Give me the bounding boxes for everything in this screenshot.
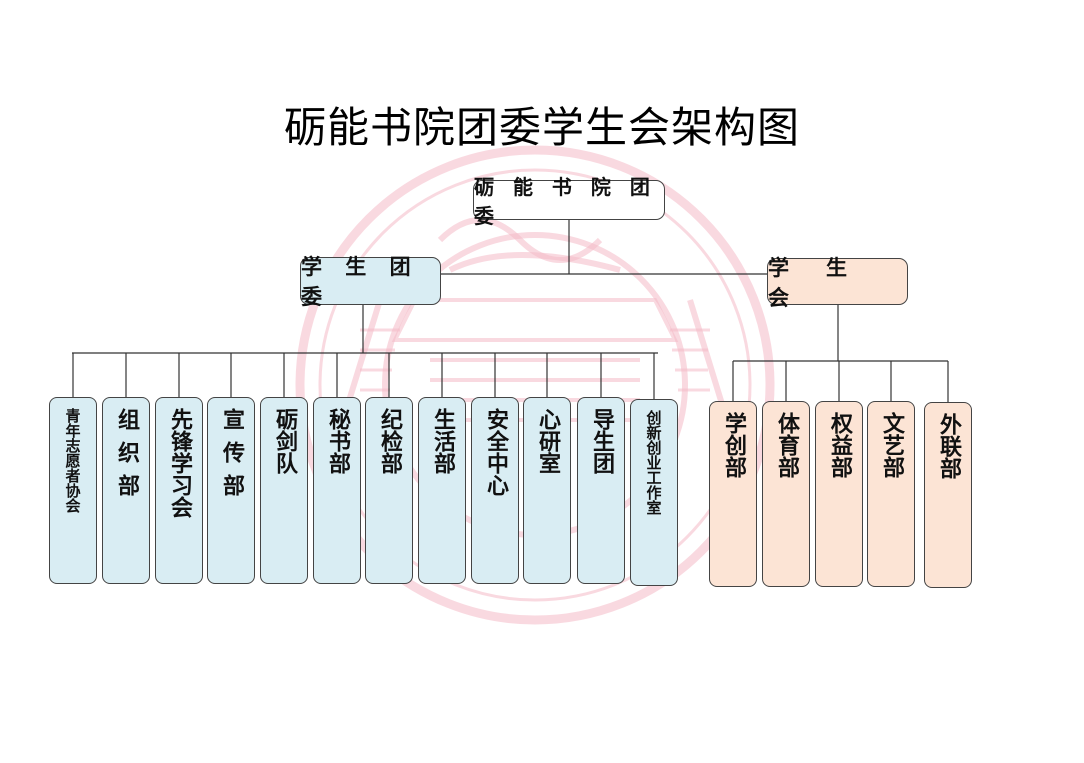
dept-left-0-label: 青年志愿者协会 xyxy=(63,408,82,513)
dept-right-2: 权益部 xyxy=(815,401,863,587)
dept-left-1-label: 组织部 xyxy=(114,408,139,507)
dept-right-2-label: 权益部 xyxy=(827,412,852,478)
dept-right-1-label: 体育部 xyxy=(774,412,799,478)
dept-left-3-label: 宣传部 xyxy=(219,408,244,507)
dept-left-9: 心研室 xyxy=(523,397,571,584)
dept-left-6-label: 纪检部 xyxy=(377,408,402,474)
dept-left-10: 导生团 xyxy=(577,397,625,584)
dept-left-1: 组织部 xyxy=(102,397,150,584)
dept-left-8-label: 安全中心 xyxy=(483,408,508,496)
dept-right-0-label: 学创部 xyxy=(721,412,746,478)
branch-student-league-committee: 学 生 团 委 xyxy=(300,255,441,309)
dept-left-6: 纪检部 xyxy=(365,397,413,584)
dept-right-0: 学创部 xyxy=(709,401,757,587)
dept-left-8: 安全中心 xyxy=(471,397,519,584)
dept-left-2-label: 先锋学习会 xyxy=(167,408,192,518)
branch-left-label: 学 生 团 委 xyxy=(301,255,419,309)
dept-right-1: 体育部 xyxy=(762,401,810,587)
root-node: 砺 能 书 院 团 委 xyxy=(473,175,665,228)
dept-left-0: 青年志愿者协会 xyxy=(49,397,97,584)
dept-right-3-label: 文艺部 xyxy=(879,412,904,478)
dept-left-10-label: 导生团 xyxy=(589,408,614,474)
dept-right-4: 外联部 xyxy=(924,402,972,588)
dept-left-2: 先锋学习会 xyxy=(155,397,203,584)
branch-right-label: 学 生 会 xyxy=(768,255,884,310)
dept-left-5-label: 秘书部 xyxy=(325,408,350,474)
root-label: 砺 能 书 院 团 委 xyxy=(474,175,656,228)
dept-left-9-label: 心研室 xyxy=(535,408,560,474)
dept-left-5: 秘书部 xyxy=(313,397,361,584)
dept-left-11: 创新创业工作室 xyxy=(630,399,678,586)
dept-left-7: 生活部 xyxy=(418,397,466,584)
dept-left-4: 砺剑队 xyxy=(260,397,308,584)
dept-right-4-label: 外联部 xyxy=(936,413,961,479)
dept-left-7-label: 生活部 xyxy=(430,408,455,474)
dept-left-3: 宣传部 xyxy=(207,397,255,584)
branch-student-union: 学 生 会 xyxy=(767,256,908,310)
dept-left-4-label: 砺剑队 xyxy=(272,408,297,474)
dept-right-3: 文艺部 xyxy=(867,401,915,587)
chart-title: 砺能书院团委学生会架构图 xyxy=(283,103,800,152)
dept-left-11-label: 创新创业工作室 xyxy=(644,410,663,515)
